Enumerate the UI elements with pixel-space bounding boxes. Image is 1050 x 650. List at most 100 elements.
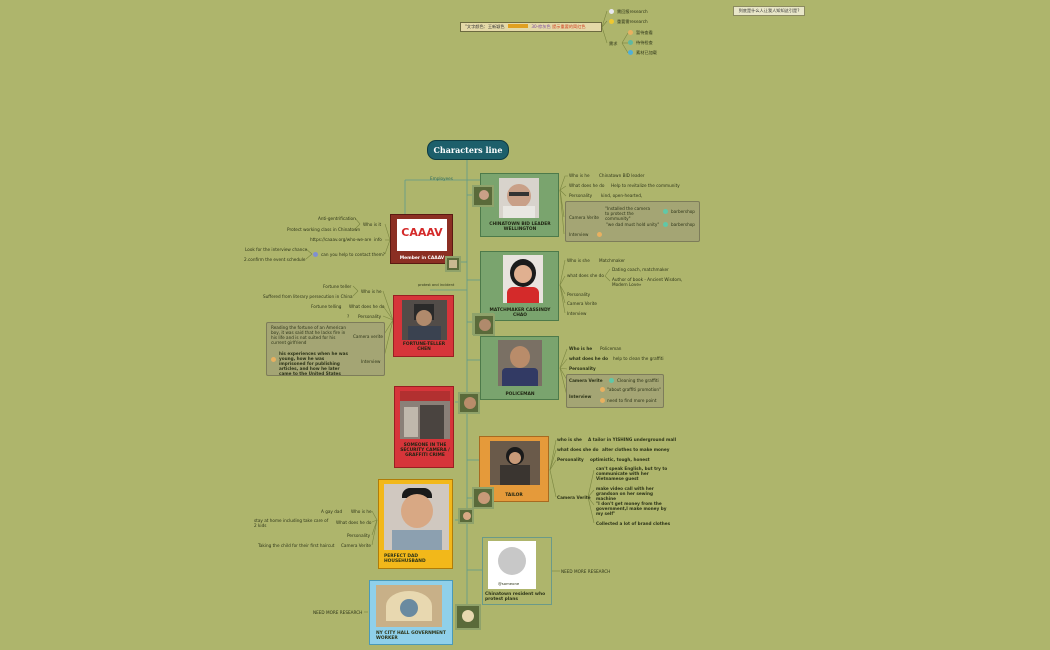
card-fortune[interactable]: FORTUNE-TELLER CHEN [393, 295, 454, 357]
legend-suffix: 提示重要的简红色 [552, 24, 586, 29]
loaded-dot-icon [628, 50, 633, 55]
dad-do-v: stay at home including take care of 2 ki… [254, 518, 329, 528]
header-item-2: 重要需research [617, 19, 648, 24]
policeman-thumb[interactable] [458, 392, 480, 414]
fortune-personality: Personality [358, 314, 382, 319]
wellington-v3: kind, open-hearted, [601, 193, 643, 198]
policeman-k1: Who is he [569, 346, 593, 351]
fortune-interview: Interview [361, 359, 381, 364]
card-someone[interactable]: SOMEONE IN THE SECURITY CAMERA / GRAFFIT… [394, 386, 454, 468]
card-caaav[interactable]: CAAAV Member in CAAAV [390, 214, 453, 264]
policeman-k2: what does he do [569, 356, 608, 361]
dad-thumb[interactable] [458, 508, 474, 524]
cityhall-note: NEED MORE RESEARCH [313, 610, 363, 615]
cityhall-thumb[interactable] [455, 604, 481, 630]
dad-camera: Camera Verite [341, 543, 371, 548]
wellington-camera-box [565, 201, 700, 242]
wellington-camera-t1: barbershop [671, 209, 695, 214]
sticky-note[interactable]: 到底是什么人让我人知知这引是? [733, 6, 805, 16]
policeman-camera-box [566, 374, 664, 408]
card-cityhall[interactable]: NY CITY HALL GOVERNMENT WORKER [369, 580, 453, 645]
policeman-q2: need to find more point [607, 398, 657, 403]
wellington-photo [499, 178, 539, 218]
caaav-logo: CAAAV [397, 219, 447, 251]
caaav-help-v1: Look for the interview chance [245, 247, 308, 252]
policeman-v1: Policeman [600, 346, 622, 351]
avatar-placeholder-icon [498, 547, 526, 575]
cassandy-personality: Personality [567, 292, 591, 297]
tailor-camera-2: make video call with her grandson on her… [596, 486, 654, 501]
caaav-info-v: https://caaav.org/who-we-are [310, 237, 372, 242]
resident-note: NEED MORE RESEARCH [561, 569, 611, 574]
fortune-photo [402, 300, 447, 340]
someone-photo [400, 391, 450, 439]
check-dot-icon [628, 40, 633, 45]
dad-name: PERFECT DAD HOUSEHUSBAND [384, 554, 426, 564]
protest-label: protest and incident [418, 283, 455, 287]
fortune-thumb[interactable] [473, 314, 495, 336]
tailor-camera-1: can't speak English, but try to communic… [596, 466, 668, 481]
wellington-v2: Help to revitalize the community [611, 183, 680, 188]
card-tailor[interactable]: TAILOR [479, 436, 549, 502]
tailor-camera: Camera Verite [557, 495, 591, 500]
fortune-camera: Camera verite [353, 334, 383, 339]
cassandy-photo [503, 255, 543, 303]
wellington-camera-q1: "Installed the camera to protect the com… [605, 206, 651, 221]
cassandy-v3: Author of book - Ancient Wisdom, Modern … [612, 277, 683, 287]
wellington-camera-label: Camera Verite [569, 215, 599, 220]
card-policeman[interactable]: POLICEMAN [480, 336, 559, 400]
wellington-camera-q2: "we dad must hold unity" [606, 222, 660, 227]
question-icon [313, 252, 318, 257]
wellington-interview: Interview [569, 232, 589, 237]
someone-name: SOMEONE IN THE SECURITY CAMERA / GRAFFIT… [400, 443, 450, 458]
fortune-name: FORTUNE-TELLER CHEN [402, 342, 446, 352]
wellington-thumb[interactable] [472, 185, 494, 207]
policeman-photo [498, 340, 542, 386]
dad-who: Who is he [351, 509, 372, 514]
cassandy-name: MATCHMAKER CASSINDY CHAO [489, 308, 551, 318]
policeman-k3: Personality [569, 366, 596, 371]
caaav-logo-text: CAAAV [401, 226, 443, 239]
pending-icon [271, 357, 276, 362]
fortune-detail-box [266, 322, 385, 376]
card-resident[interactable]: @someone Chinatown resident who protest … [482, 537, 552, 605]
important-dot-icon [609, 19, 614, 24]
central-topic[interactable]: Characters line [427, 140, 509, 160]
fortune-camera-v: Reading the fortune of an American boy, … [271, 325, 346, 345]
tailor-k2: what does she do [557, 447, 599, 452]
card-dad[interactable]: PERFECT DAD HOUSEHUSBAND [378, 479, 453, 569]
header-item-5: 待待检查 [636, 40, 653, 45]
pending-icon [597, 232, 602, 237]
policeman-q1: "about graffiti promotion" [607, 387, 661, 392]
cityhall-photo [376, 585, 442, 627]
tailor-v3: optimistic, tough, honest [590, 457, 650, 462]
caaav-who-v1: Anti-gentrification [318, 216, 356, 221]
caaav-who: Who is it [363, 222, 382, 227]
check-icon [663, 209, 668, 214]
card-cassandy[interactable]: MATCHMAKER CASSINDY CHAO [480, 251, 559, 321]
caaav-thumb[interactable] [445, 256, 461, 272]
wellington-v1: Chinatown BID leader [599, 173, 645, 178]
fortune-who-v2: Suffered from literary persecution in Ch… [263, 294, 353, 299]
legend-middle: 30-棕灰色 [531, 24, 551, 29]
legend-orange-swatch [507, 24, 528, 28]
tailor-thumb[interactable] [472, 487, 494, 509]
cassandy-v1: Matchmaker [599, 258, 625, 263]
cityhall-name: NY CITY HALL GOVERNMENT WORKER [376, 631, 446, 641]
caaav-name: Member in CAAAV [399, 256, 445, 261]
resident-name: Chinatown resident who protest plans [485, 592, 546, 602]
wellington-k1: Who is he [569, 173, 590, 178]
cassandy-k1: Who is she [567, 258, 590, 263]
tailor-camera-3: "I don't get money from the government,I… [596, 501, 667, 516]
fortune-do: What does he do [349, 304, 385, 309]
policeman-camera-label: Camera Verite [569, 378, 603, 383]
fortune-personality-v: ? [347, 314, 350, 319]
policeman-name: POLICEMAN [505, 392, 535, 397]
wellington-k3: Personality [569, 193, 593, 198]
dad-do: What does he do [336, 520, 372, 525]
fortune-who: Who is he [361, 289, 382, 294]
policeman-interview: Interview [569, 394, 592, 399]
tailor-camera-4: Collected a lot of brand clothes [596, 521, 671, 526]
caaav-help: can you help to contact them? [321, 252, 385, 257]
